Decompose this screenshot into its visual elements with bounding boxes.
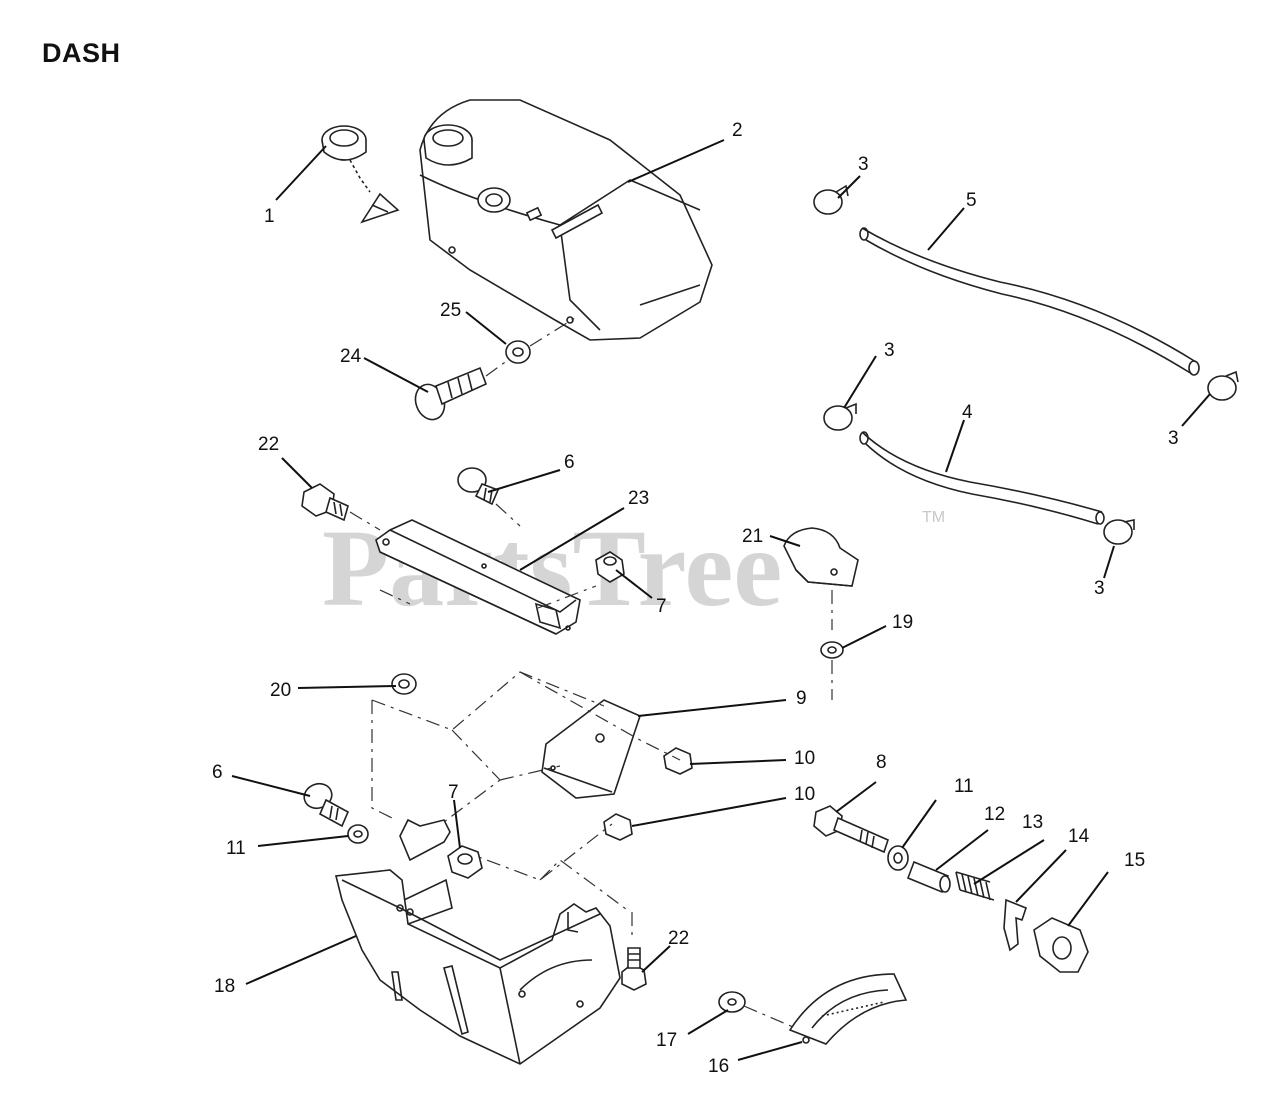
- part-dash-panel-18: [335, 818, 621, 1065]
- part-fuel-tank: [419, 99, 713, 341]
- callout-16: 16: [708, 1056, 729, 1077]
- part-washer-11-right: [887, 845, 909, 871]
- part-fuel-hose-upper: [859, 227, 1200, 376]
- callout-11: 11: [226, 838, 246, 859]
- part-nut-10-lower: [603, 813, 633, 841]
- part-spacer-12: [906, 860, 951, 894]
- callout-3: 3: [884, 340, 895, 361]
- callout-20: 20: [270, 680, 291, 701]
- callout-5: 5: [966, 190, 977, 211]
- part-bracket-23: [375, 519, 581, 635]
- callout-21: 21: [742, 526, 763, 547]
- part-screw-24: [414, 366, 488, 421]
- part-nut-19: [820, 641, 844, 659]
- part-bolt-22-lower: [621, 947, 647, 991]
- part-hose-clamp-lower-right: [1103, 519, 1135, 545]
- part-bolt-22-upper: [301, 483, 349, 522]
- part-quadrant-16: [788, 973, 908, 1045]
- callout-3: 3: [1168, 428, 1179, 449]
- callout-7: 7: [448, 782, 459, 803]
- part-hose-clamp-upper-right: [1207, 370, 1239, 401]
- callout-3: 3: [1094, 578, 1105, 599]
- callout-13: 13: [1022, 812, 1043, 833]
- diagram-title: DASH: [42, 38, 121, 68]
- callout-10: 10: [794, 784, 815, 805]
- callout-4: 4: [962, 402, 973, 423]
- callout-23: 23: [628, 488, 649, 509]
- part-bolt-6-lower: [303, 782, 350, 828]
- part-knob-15: [1033, 917, 1089, 973]
- part-bolt-6-upper: [457, 467, 500, 506]
- part-washer-11-left: [347, 824, 369, 844]
- part-hose-clamp-upper-left: [813, 184, 849, 215]
- part-fuel-hose-lower: [859, 431, 1105, 525]
- callout-10: 10: [794, 748, 815, 769]
- callout-8: 8: [876, 752, 887, 773]
- part-clip-14: [1003, 898, 1027, 952]
- callout-3: 3: [858, 154, 869, 175]
- callout-7: 7: [656, 596, 667, 617]
- callout-11: 11: [954, 776, 974, 797]
- callout-6: 6: [564, 452, 575, 473]
- part-bolt-8: [813, 805, 889, 854]
- part-nut-20: [391, 673, 417, 695]
- leader-lines: [231, 139, 1211, 1061]
- callout-22: 22: [668, 928, 689, 949]
- callout-labels: 1 2 3 5 3 4 3 3 25 24 22 6 23 7 21 19 20…: [212, 120, 1179, 1077]
- part-washer-25: [505, 340, 531, 364]
- part-plate-9: [541, 699, 641, 799]
- callout-18: 18: [214, 976, 235, 997]
- callout-6: 6: [212, 762, 223, 783]
- callout-15: 15: [1124, 850, 1145, 871]
- watermark-trademark: TM: [922, 509, 945, 526]
- callout-12: 12: [984, 804, 1005, 825]
- part-hose-clamp-lower-left: [823, 402, 857, 431]
- part-nut-7-upper: [595, 551, 625, 583]
- callout-24: 24: [340, 346, 362, 367]
- callout-25: 25: [440, 300, 461, 321]
- callout-19: 19: [892, 612, 913, 633]
- part-nut-7-lower: [447, 845, 483, 879]
- callout-22: 22: [258, 434, 279, 455]
- callout-1: 1: [264, 206, 275, 227]
- callout-14: 14: [1068, 826, 1090, 847]
- callout-17: 17: [656, 1030, 677, 1051]
- part-hose-clip-21: [783, 527, 859, 587]
- part-fuel-cap: [321, 125, 400, 224]
- callout-2: 2: [732, 120, 743, 141]
- part-nut-17: [718, 991, 746, 1013]
- part-spring-13: [955, 871, 995, 901]
- callout-9: 9: [796, 688, 807, 709]
- part-nut-10-upper: [663, 747, 693, 775]
